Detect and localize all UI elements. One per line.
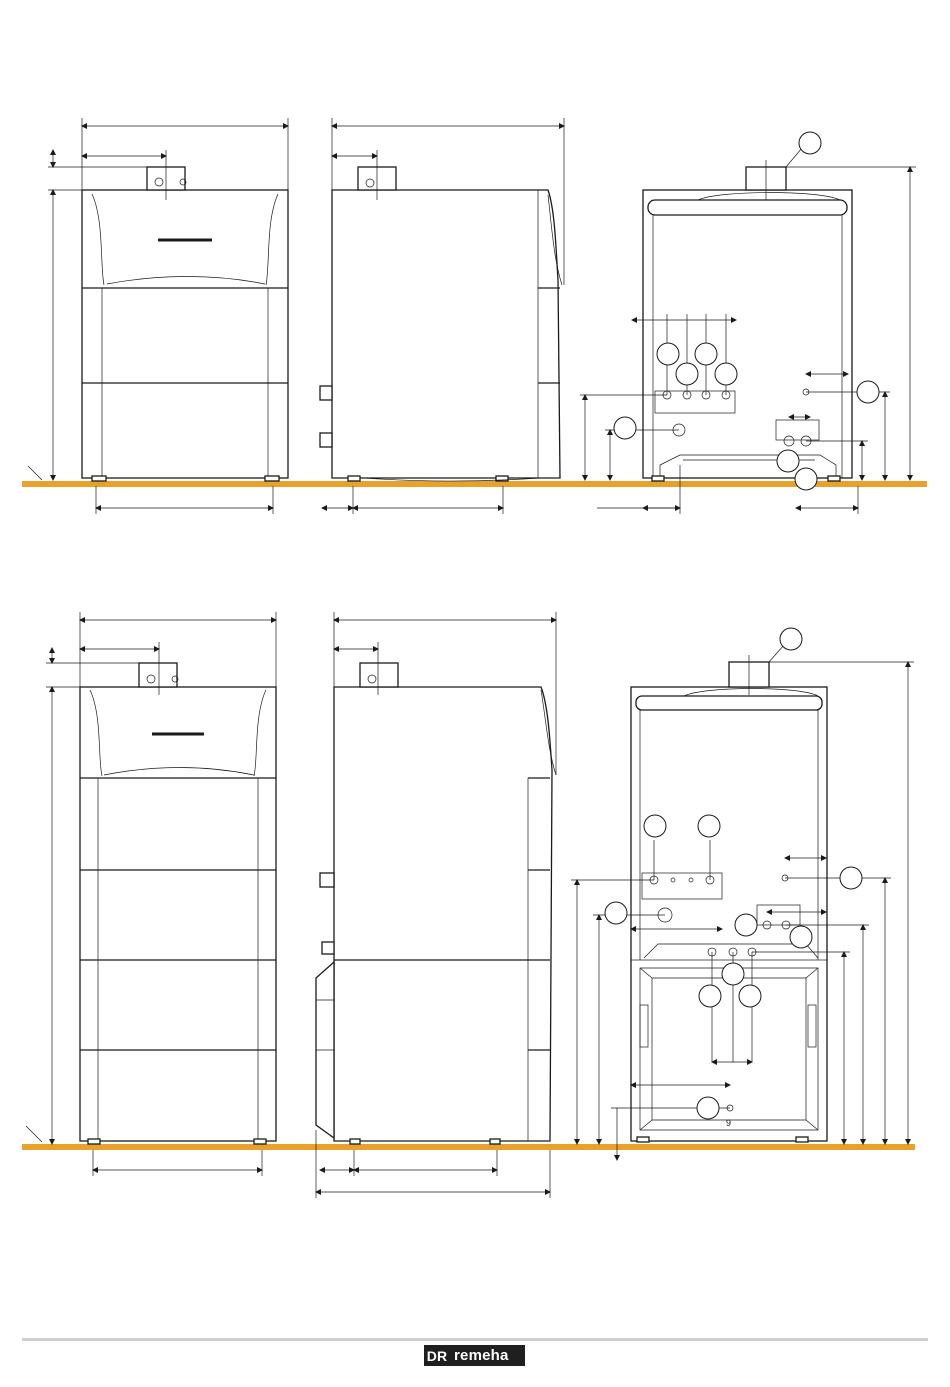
floor-line-bottom xyxy=(22,1144,915,1150)
side-view-short xyxy=(320,118,564,514)
brand-name: remeha xyxy=(454,1347,509,1364)
front-view-tall xyxy=(26,612,276,1176)
floor-line-top xyxy=(22,481,927,487)
brand-mark-icon: DR xyxy=(424,1345,450,1366)
front-view-short xyxy=(28,118,288,514)
rear-view-short xyxy=(580,132,916,514)
brand-logo: DR remeha xyxy=(424,1345,525,1366)
drain-mark-label: 9 xyxy=(726,1118,731,1128)
footer-rule xyxy=(22,1338,928,1341)
rear-view-tall: 9 xyxy=(571,628,914,1160)
side-view-tall xyxy=(316,612,556,1198)
